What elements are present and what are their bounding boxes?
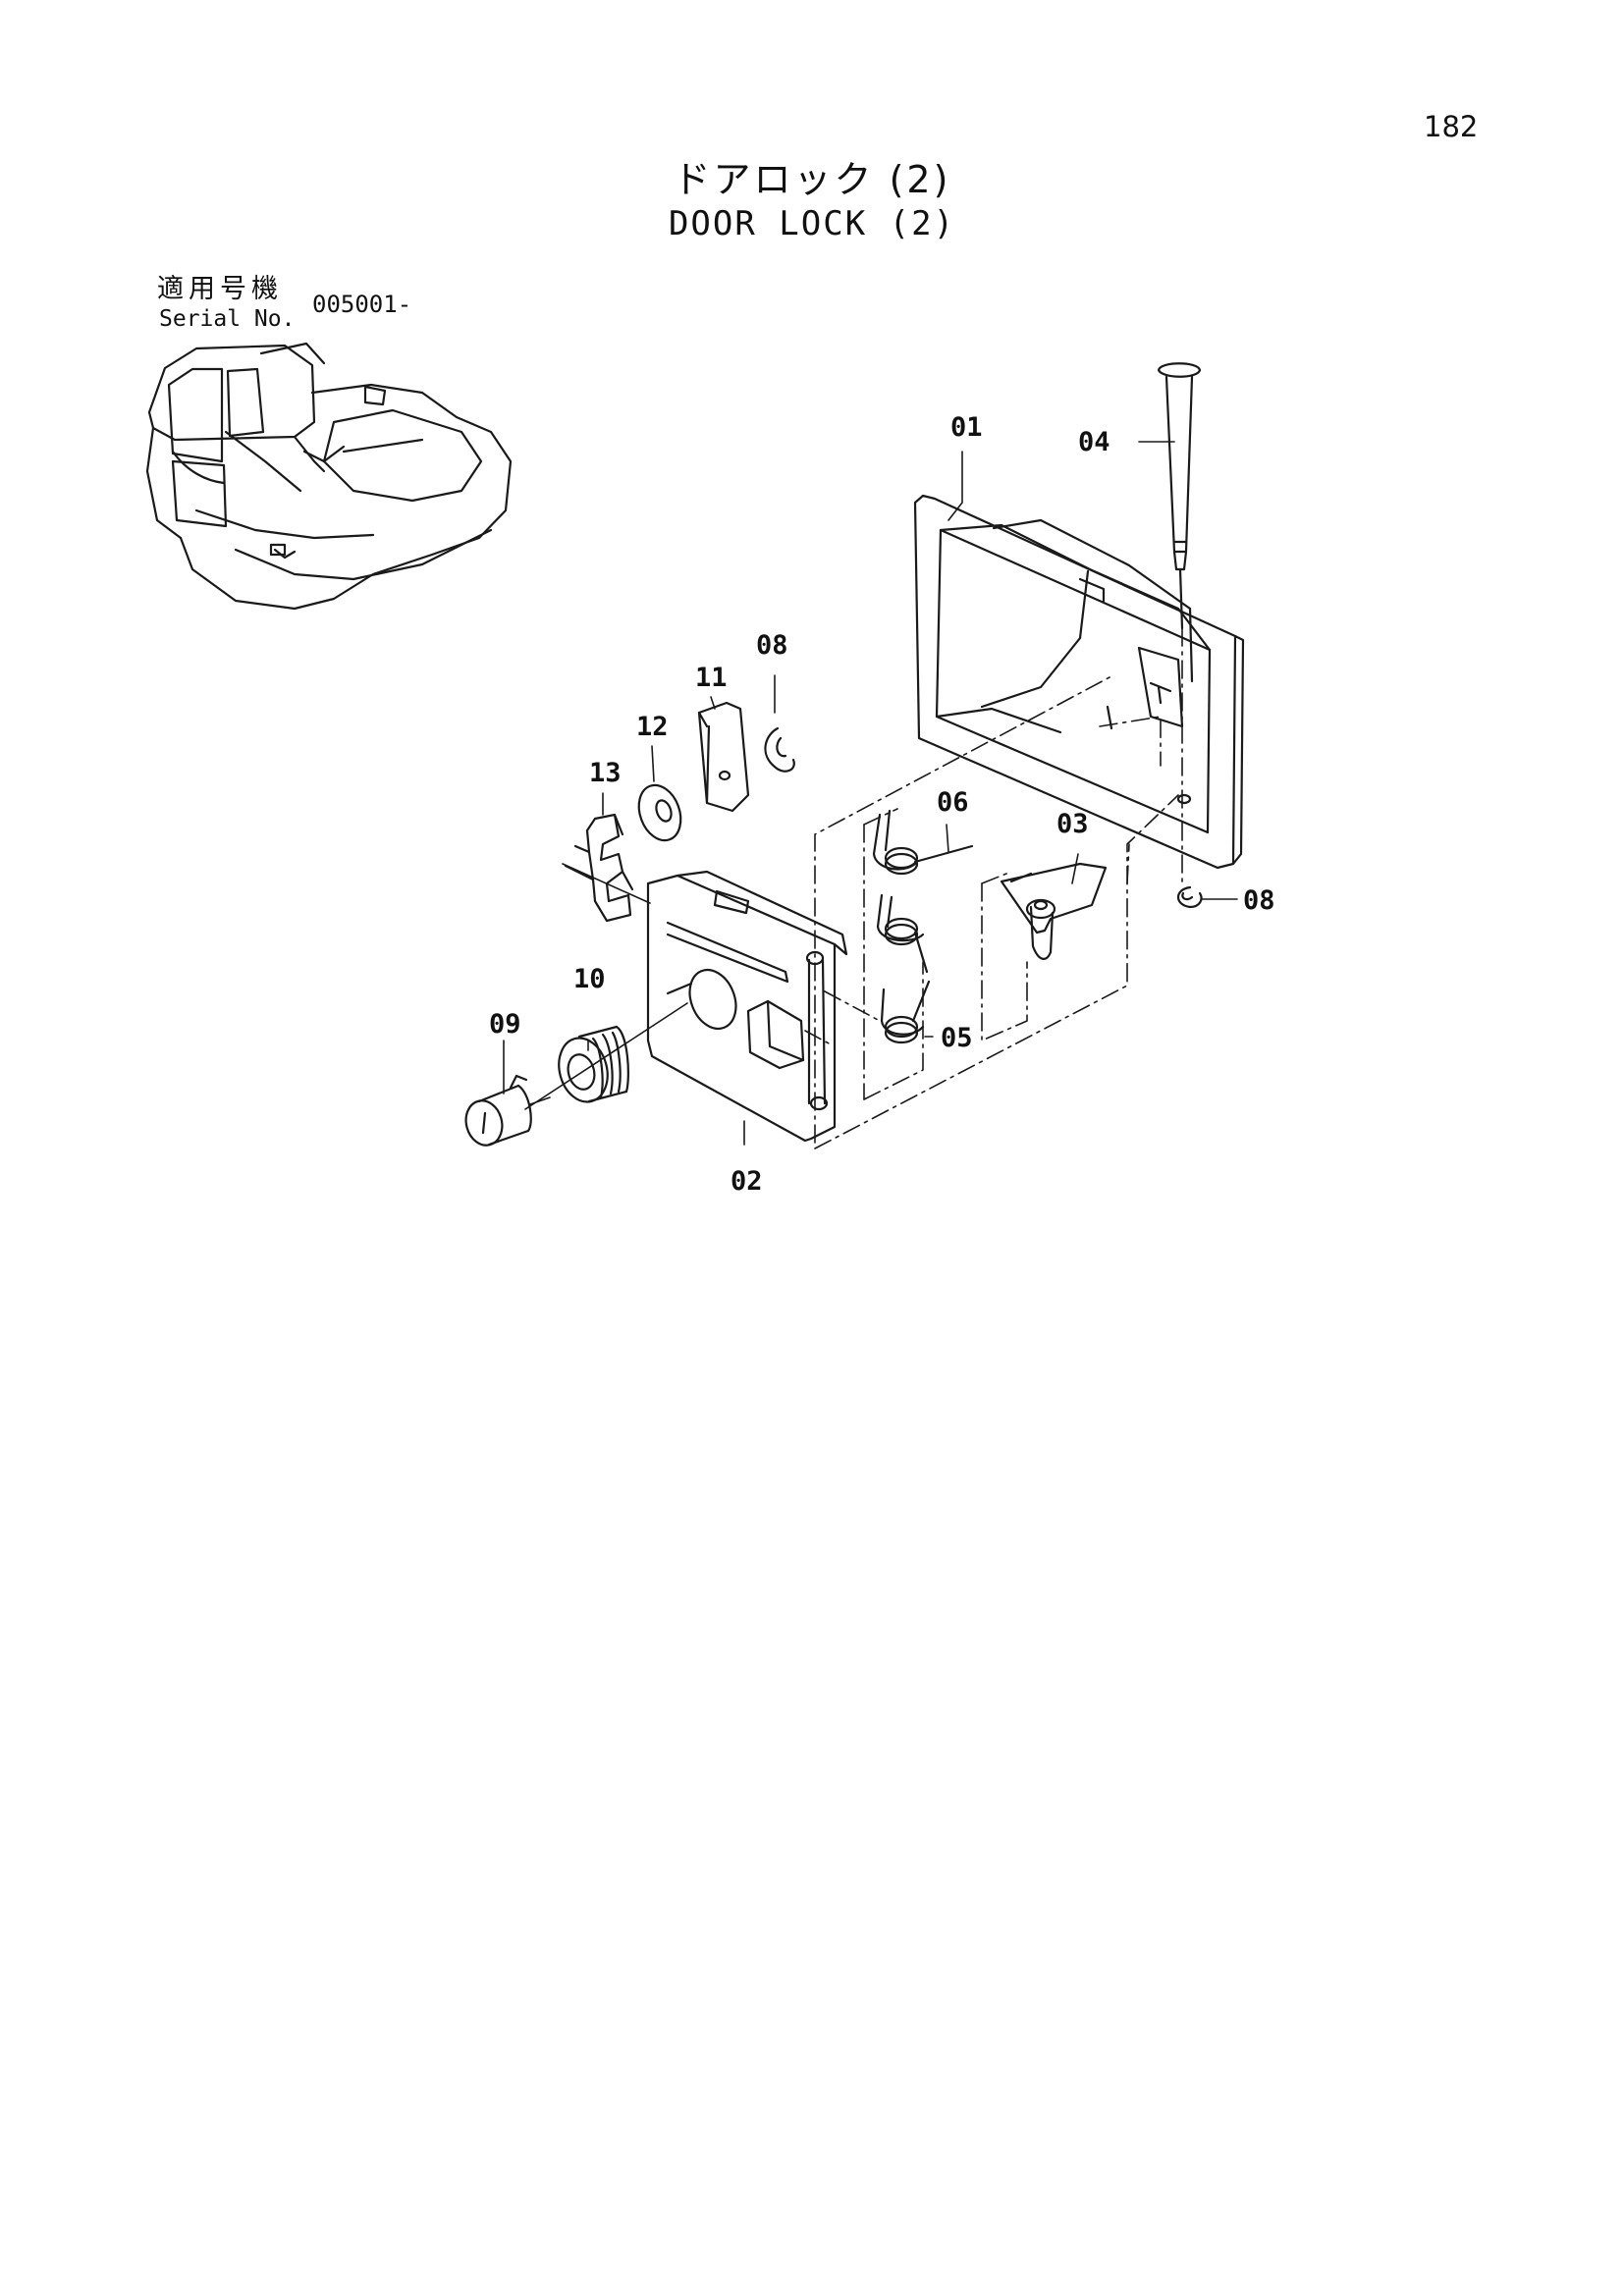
key-cylinder bbox=[464, 1074, 532, 1147]
retaining-ring bbox=[1176, 885, 1203, 909]
excavator-locator-illustration bbox=[145, 342, 513, 611]
leader-lines bbox=[503, 441, 1238, 1146]
callout-08-upper: 08 bbox=[756, 630, 788, 661]
clip bbox=[564, 813, 634, 923]
callout-05: 05 bbox=[941, 1023, 973, 1053]
callout-12: 12 bbox=[636, 712, 669, 742]
callout-03: 03 bbox=[1056, 809, 1089, 839]
lock-body bbox=[646, 870, 848, 1143]
serial-label-english: Serial No. bbox=[159, 306, 296, 332]
retaining-ring bbox=[764, 726, 795, 773]
lock-plate bbox=[697, 701, 750, 813]
callout-01: 01 bbox=[950, 412, 983, 443]
callout-06: 06 bbox=[937, 787, 969, 818]
serial-number-range: 005001- bbox=[312, 291, 412, 318]
callout-10: 10 bbox=[573, 964, 606, 994]
pin bbox=[1157, 362, 1202, 630]
callout-04: 04 bbox=[1078, 427, 1110, 457]
washer bbox=[637, 783, 682, 842]
torsion-spring-lower bbox=[876, 893, 931, 1044]
cylinder-bushing bbox=[558, 1025, 629, 1103]
callout-09: 09 bbox=[489, 1009, 521, 1040]
page-number: 182 bbox=[1424, 110, 1479, 143]
door-lock-housing bbox=[913, 494, 1245, 870]
title-japanese: ドアロック (2) bbox=[673, 158, 951, 201]
latch bbox=[1000, 862, 1108, 960]
torsion-spring-upper bbox=[872, 809, 974, 876]
callout-13: 13 bbox=[589, 758, 622, 788]
callout-11: 11 bbox=[695, 663, 728, 693]
assembly-centerlines bbox=[804, 627, 1183, 1149]
serial-label-japanese: 適用号機 bbox=[157, 274, 283, 304]
callout-08-lower: 08 bbox=[1243, 885, 1275, 916]
callout-02: 02 bbox=[731, 1166, 763, 1197]
title-english: DOOR LOCK (2) bbox=[668, 204, 956, 243]
